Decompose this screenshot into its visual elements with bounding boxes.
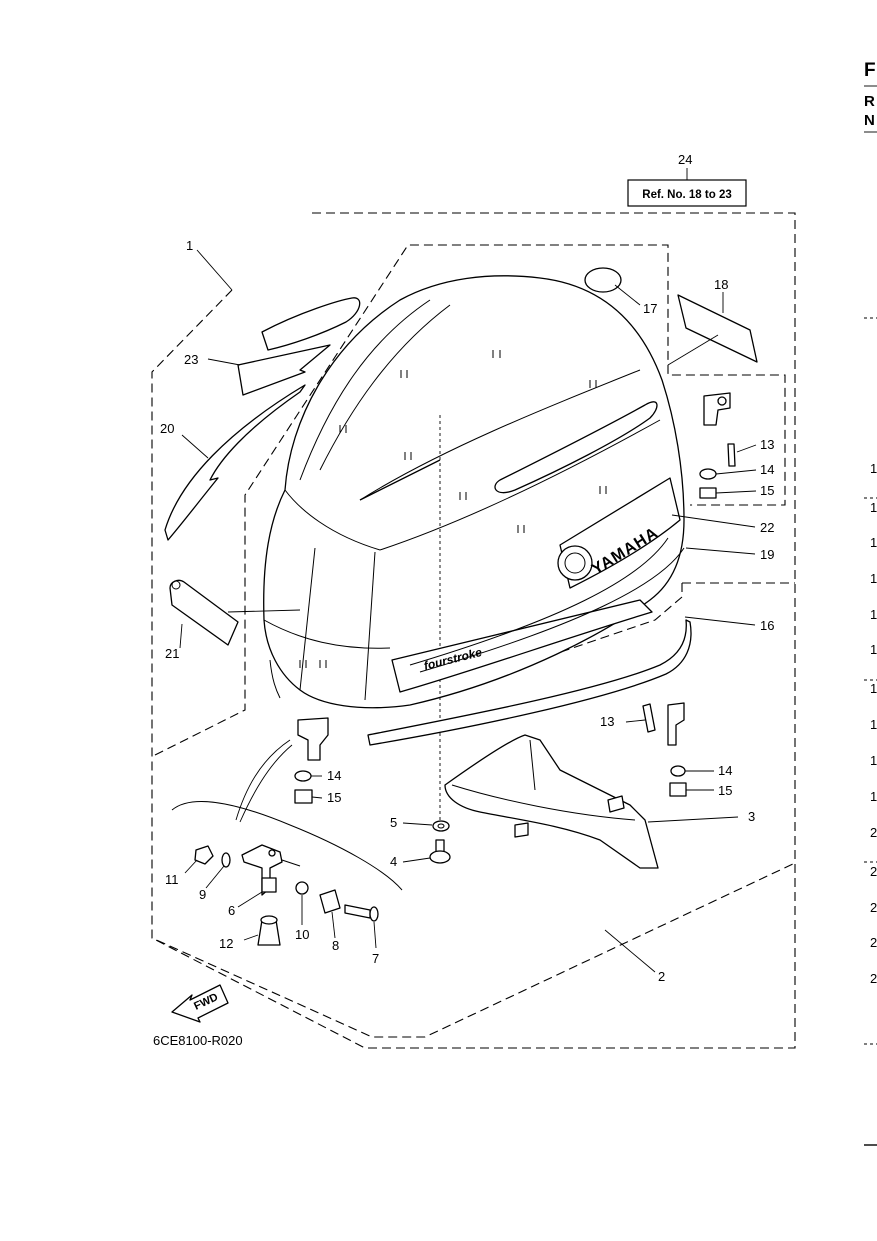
edge-digit-11: 2 [870,825,877,840]
top-cowling [263,275,685,820]
decal-18 [677,294,758,363]
edge-digit-10: 1 [870,789,877,804]
edge-digit-7: 1 [870,681,877,696]
edge-header-1: F [864,60,876,81]
edge-digit-14: 2 [870,935,877,950]
front-latch [294,717,329,804]
callout-2: 2 [658,969,665,984]
callout-23: 23 [184,352,198,367]
callout-5: 5 [390,815,397,830]
rear-latch-upper [699,392,736,499]
bolt-4 [429,839,451,864]
cowling-stripes [409,537,685,673]
edge-digit-15: 2 [870,971,877,986]
ref-box: Ref. No. 18 to 23 [627,168,747,207]
callout-13b: 13 [600,714,614,729]
callout-6: 6 [228,903,235,918]
nut-11 [194,845,214,865]
callout-22: 22 [760,520,774,535]
callout-1: 1 [186,238,193,253]
edge-digit-1: 1 [870,461,877,476]
lock-lever-6 [241,844,301,896]
bottom-cowling-bracket [444,734,659,869]
detail-view [171,739,403,891]
emblem-17 [584,267,622,293]
fwd-arrow-icon: FWD [171,984,229,1023]
callout-18: 18 [714,277,728,292]
callout-15a: 15 [760,483,774,498]
decal-20 [164,384,306,541]
callout-3: 3 [748,809,755,824]
edge-digit-3: 1 [870,535,877,550]
rear-latch-lower [642,702,687,797]
edge-digit-12: 2 [870,864,877,879]
callout-4: 4 [390,854,397,869]
washer-9 [221,852,231,868]
collar-10 [295,881,309,895]
callout-19: 19 [760,547,774,562]
ref-box-label: Ref. No. 18 to 23 [642,189,731,201]
callout-15c: 15 [327,790,341,805]
grommet-12 [257,915,281,946]
callout-15b: 15 [718,783,732,798]
callout-14c: 14 [327,768,341,783]
callout-10: 10 [295,927,309,942]
callout-labels: 1 23 20 21 24 17 18 13 14 15 22 19 16 13… [160,152,774,984]
callout-20: 20 [160,421,174,436]
decal-23 [237,297,361,396]
edge-digit-8: 1 [870,717,877,732]
callout-8: 8 [332,938,339,953]
group-outline-2 [154,244,786,756]
callout-17: 17 [643,301,657,316]
fourstroke-decal: fourstroke [391,599,653,693]
callout-11: 11 [165,872,179,887]
callout-14b: 14 [718,763,732,778]
washer-5 [432,820,450,832]
callout-9: 9 [199,887,206,902]
edge-header-2: R [864,93,875,110]
callout-13a: 13 [760,437,774,452]
edge-digit-4: 1 [870,571,877,586]
edge-digit-5: 1 [870,607,877,622]
drawing-code: 6CE8100-R020 [153,1033,243,1048]
leader-lines [179,249,757,973]
edge-digit-9: 1 [870,753,877,768]
right-page-edge: F R N 1 1 1 1 1 1 1 1 1 1 2 2 2 2 2 [864,60,877,1146]
bushing-8 [319,889,341,914]
bottom-seal [367,619,692,746]
edge-digit-13: 2 [870,900,877,915]
group-outline-main [151,212,796,1049]
callout-16: 16 [760,618,774,633]
group-outline-lower-pan [404,582,795,706]
bolt-7 [344,904,379,922]
group-outline-1 [151,289,796,1038]
edge-header-3: N [864,112,875,129]
edge-digit-6: 1 [870,642,877,657]
callout-14a: 14 [760,462,774,477]
edge-digit-2: 1 [870,500,877,515]
callout-7: 7 [372,951,379,966]
callout-12: 12 [219,936,233,951]
callout-24: 24 [678,152,692,167]
decal-21 [169,579,239,646]
callout-21: 21 [165,646,179,661]
